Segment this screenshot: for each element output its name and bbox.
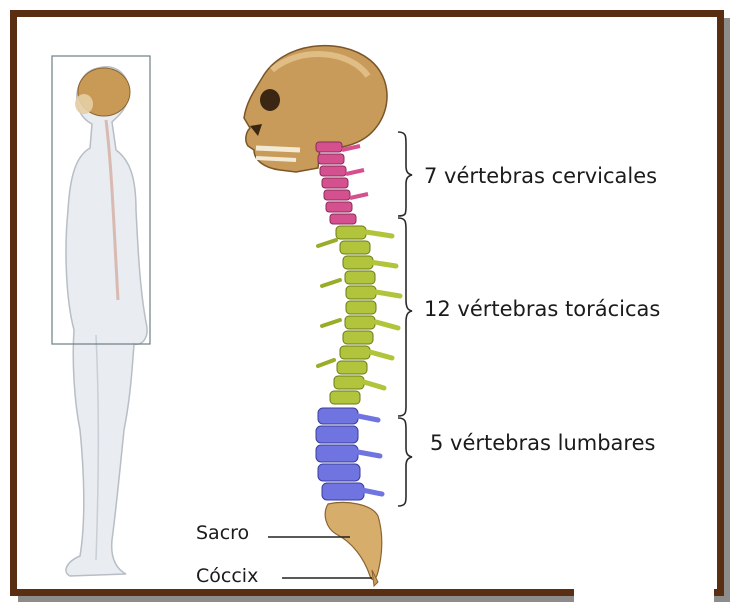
- thoracic-label: 12 vértebras torácicas: [424, 297, 660, 321]
- region-braces: [398, 132, 412, 506]
- skull-icon: [244, 46, 387, 172]
- lumbar-brace: [398, 418, 412, 506]
- thoracic-vertebrae: [318, 226, 400, 404]
- lumbar-label: 5 vértebras lumbares: [430, 431, 655, 455]
- cervical-vertebrae: [316, 142, 368, 224]
- corner-patch: [574, 570, 714, 610]
- thoracic-brace: [398, 218, 412, 416]
- cervical-brace: [398, 132, 412, 216]
- sacrum-coccyx: [325, 503, 382, 587]
- lumbar-vertebrae: [316, 408, 382, 500]
- sacrum-label: Sacro: [196, 522, 249, 544]
- coccyx-label: Cóccix: [196, 565, 258, 587]
- human-figure: [66, 67, 147, 576]
- cervical-label: 7 vértebras cervicales: [424, 164, 657, 188]
